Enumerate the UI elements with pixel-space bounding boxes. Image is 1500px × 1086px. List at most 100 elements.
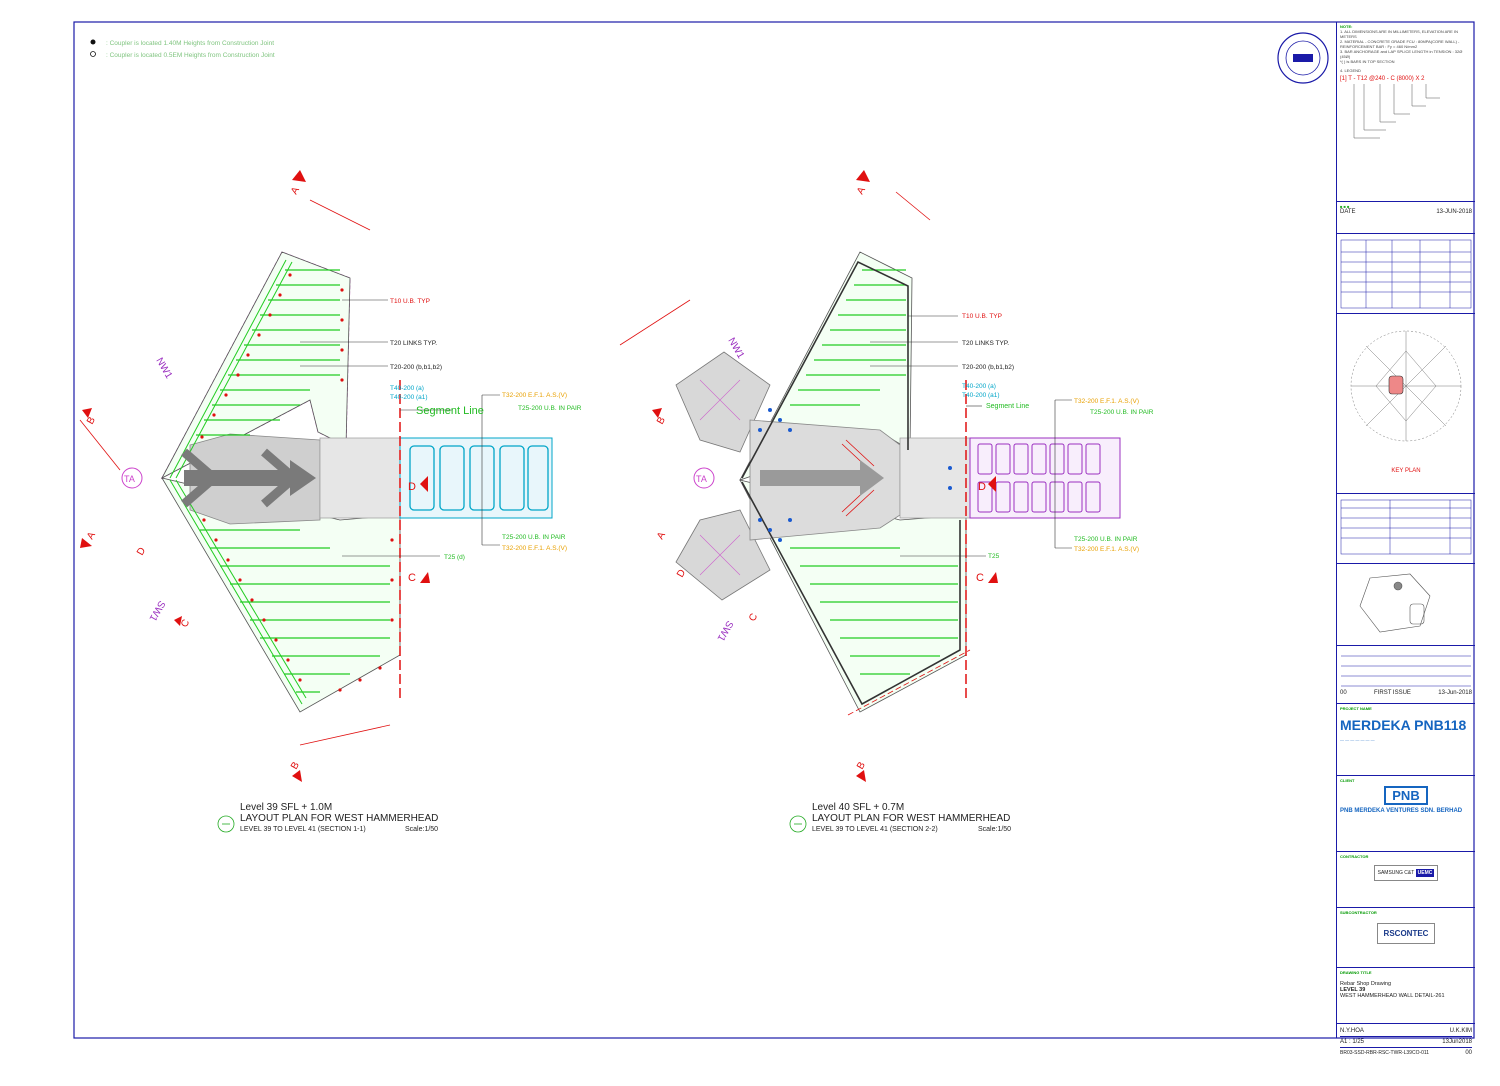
plan2-label-t32bot: T32-200 E.F.1. A.S.(V) [1074, 546, 1139, 553]
key-plan-section: KEY PLAN [1337, 314, 1475, 494]
plan2-corridor [899, 437, 971, 519]
issue-no: 00 [1340, 690, 1347, 696]
drawn-row: N.Y.HOA U.K.KIM [1340, 1026, 1472, 1037]
coupler-note-1: : Coupler is located 1.40M Heights from … [106, 40, 274, 47]
plan2-title-1: Level 40 SFL + 0.7M [812, 802, 904, 813]
approval-date: 13-JUN-2018 [1436, 209, 1472, 215]
plan1-section-b-left: B [85, 415, 98, 427]
client-label: CLIENT [1340, 778, 1355, 783]
plan2-label-t25: T25 [988, 553, 1000, 560]
checked-by: U.K.KIM [1449, 1028, 1472, 1034]
coupler-dot-open [90, 51, 96, 57]
drawing-number: BR03-SSD-RBR-RSC-TWR-L39CO-011 [1340, 1050, 1430, 1056]
plan2-ta-bubble [693, 467, 715, 489]
project-label: PROJECT NAME [1340, 706, 1372, 711]
issue-grid [1341, 655, 1471, 687]
plan2-scale: Scale:1/50 [978, 826, 1011, 833]
legend-heading: 4. LEGEND [1340, 68, 1361, 73]
client-name: PNB MERDEKA VENTURES SDN. BERHAD [1340, 808, 1463, 814]
subcon-logo: RSCONTEC [1376, 923, 1436, 944]
project-section: PROJECT NAME MERDEKA PNB118 — — — — — — … [1337, 704, 1475, 776]
drawing-title-section: DRAWING TITLE Rebar Shop Drawing LEVEL 3… [1337, 968, 1475, 1024]
key-plan-label: KEY PLAN [1391, 468, 1421, 474]
plan2-dim-bottom [847, 649, 971, 716]
plan2-rebar-upper [790, 269, 906, 406]
note-3: 3. BAR ANCHORAGE and LAP SPLICE LENGTH i… [1340, 49, 1463, 59]
plan1-title-3: LEVEL 39 TO LEVEL 41 (SECTION 1-1) [240, 826, 366, 833]
key-plan-2-diagram [1359, 573, 1431, 633]
plan1-section-c-left-mark [174, 616, 182, 626]
plan1-section-b-bottom-mark [292, 770, 302, 782]
plan2-section-a-top-mark [856, 170, 870, 182]
plan1-corridor [319, 437, 401, 519]
drawing-title-label: DRAWING TITLE [1340, 970, 1372, 975]
plan1-section-d-right-mark [420, 476, 428, 492]
plan2-section-c-right-mark [988, 572, 998, 583]
plan2-section-c-left: C [747, 612, 760, 624]
issue-table: 00 FIRST ISSUE 13-Jun-2018 [1337, 646, 1475, 704]
plan2-section-c-right: C [976, 572, 984, 584]
plan1-title-2: LAYOUT PLAN FOR WEST HAMMERHEAD [240, 813, 438, 824]
plan2-label-t20: T20-200 (b,b1,b2) [962, 364, 1014, 371]
approval-note: ■ ■ ■ [1340, 204, 1350, 209]
plan1-ta-bubble [121, 467, 143, 489]
reference-table [1337, 494, 1475, 564]
plan1-label-t32top: T32-200 E.F.1. A.S.(V) [502, 392, 567, 399]
issue-date: 13-Jun-2018 [1438, 690, 1472, 696]
drawing-title-3: WEST HAMMERHEAD WALL DETAIL-261 [1340, 993, 1445, 999]
notes-section: NOTE: 1. ALL DIMENSIONS ARE IN MILLIMETE… [1337, 22, 1475, 202]
note-2: 2. MATERIAL - CONCRETE GRADE FCU : 80MPA… [1340, 39, 1460, 49]
drawing-sheet: : Coupler is located 1.40M Heights from … [73, 21, 1475, 1056]
plan1-scale: Scale:1/50 [405, 826, 438, 833]
plan1-edge-dots [188, 273, 394, 692]
client-logo: PNB [1384, 786, 1428, 805]
plan2-pit-cross [699, 379, 741, 576]
note-4: *( ) is BARS IN TOP SECTION [1340, 59, 1395, 64]
plan1-section-d-left: D [135, 546, 148, 558]
title-block: NOTE: 1. ALL DIMENSIONS ARE IN MILLIMETE… [1336, 22, 1475, 1056]
client-section: CLIENT PNB PNB MERDEKA VENTURES SDN. BER… [1337, 776, 1475, 852]
approval-date-label: DATE [1340, 209, 1356, 215]
plan1-nw1-label: NW1 [153, 356, 174, 381]
plan2-section-d-right-mark [988, 476, 996, 492]
plan1-leaders [300, 299, 500, 557]
plan1-section-c-left: C [179, 618, 192, 630]
approval-section: ■ ■ ■ DATE 13-JUN-2018 [1337, 202, 1475, 234]
drawing-title-2: LEVEL 39 [1340, 987, 1366, 993]
plan1-sw1-label: SW1 [146, 599, 167, 624]
plan1-title-bubble [217, 815, 235, 833]
plan1-section-a-left: A [85, 530, 98, 542]
plan2-label-t40b: T40-200 (a1) [962, 392, 1000, 399]
contractor-logos: SAMSUNG C&T UEMC [1373, 865, 1439, 881]
contractor-label: CONTRACTOR [1340, 854, 1369, 859]
plan2-arrow [760, 460, 884, 496]
company-stamp [1277, 32, 1329, 84]
plan2-label-t20links: T20 LINKS TYP. [962, 340, 1009, 347]
plan1-edge-bars [169, 259, 307, 705]
drawing-info-section: N.Y.HOA U.K.KIM A1 : 1/25 13Jun2018 BR03… [1337, 1024, 1475, 1086]
plan2-label-t40a: T40-200 (a) [962, 383, 996, 390]
plan1-dim-left [79, 419, 121, 471]
plan1-rebar-lower [200, 529, 390, 693]
plan2-ta-label: TA [696, 474, 707, 484]
drawing-date: 13Jun2018 [1442, 1039, 1472, 1045]
plan2-section-b-left: B [655, 415, 668, 427]
sheet-border [73, 21, 1475, 1039]
plan2-title-3: LEVEL 39 TO LEVEL 41 (SECTION 2-2) [812, 826, 938, 833]
plan2-label-t25bot: T25-200 U.B. IN PAIR [1074, 536, 1138, 543]
contractor-2: UEMC [1415, 869, 1435, 877]
coordination-grid [1340, 239, 1472, 309]
plan2-dim-top [895, 191, 931, 221]
drawing-scale: A1 : 1/25 [1340, 1039, 1365, 1045]
plan2-title-bubble [789, 815, 807, 833]
coordination-table [1337, 234, 1475, 314]
subcontractor-section: SUBCONTRACTOR RSCONTEC [1337, 908, 1475, 968]
legend-code: [1] T - T12 @240 - C (8000) X 2 [1340, 76, 1425, 82]
issue-row: 00 FIRST ISSUE 13-Jun-2018 [1340, 690, 1472, 696]
plan2-pit-upper [675, 351, 771, 453]
plan2-section-b-bottom: B [855, 760, 868, 772]
key-plan-2 [1337, 564, 1475, 646]
plan2-rebar-lower [790, 547, 958, 675]
plan1-label-t25top: T25-200 U.B. IN PAIR [518, 405, 582, 412]
plan1-rebar-upper [196, 269, 340, 436]
